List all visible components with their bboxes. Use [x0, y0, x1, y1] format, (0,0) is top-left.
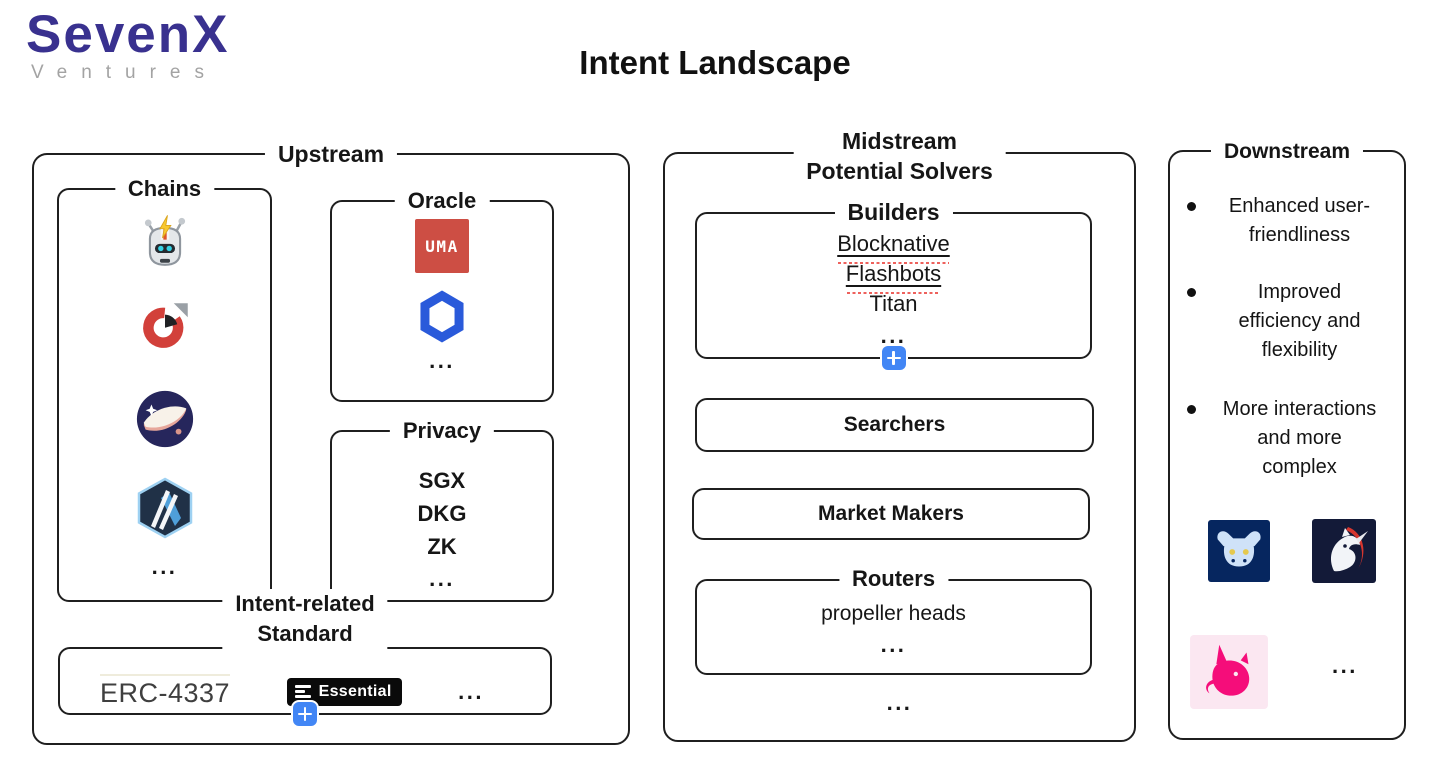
downstream-bullet-text: Enhanced user- friendliness [1228, 195, 1371, 246]
sevenx-logo: SevenX Ventures [26, 6, 230, 84]
page-title: Intent Landscape [579, 44, 851, 81]
arbitrum-icon [137, 477, 192, 539]
midstream-title: Midstream Potential Solvers [793, 126, 1006, 186]
essential-label: Essential [318, 682, 392, 700]
market-makers-box: Market Makers [692, 488, 1090, 540]
downstream-title: Downstream [1210, 137, 1364, 167]
donut-chart-chain-icon [142, 303, 188, 348]
standard-ellipsis: ... [458, 678, 484, 704]
upstream-title: Upstream [264, 139, 398, 169]
midstream-title-line1: Midstream [841, 128, 958, 154]
uma-logo: UMA [415, 219, 469, 273]
builders-ellipsis: ... [880, 323, 907, 348]
downstream-bullet-item: More interactions and more complex [1170, 395, 1404, 482]
intent-standard-title-line2: Standard [257, 621, 353, 646]
market-makers-label: Market Makers [818, 502, 964, 525]
builders-item: Blocknative [837, 229, 950, 264]
chains-ellipsis: ... [151, 554, 178, 579]
routers-title: Routers [838, 564, 949, 594]
brand-sub-wordmark: Ventures [31, 62, 218, 83]
routers-box: Routers propeller heads ... [695, 564, 1092, 675]
builders-box: Builders Blocknative Flashbots Titan ... [695, 197, 1092, 370]
privacy-item: ZK [427, 534, 457, 559]
oracle-ellipsis: ... [429, 348, 455, 373]
intent-standard-title-line1: Intent-related [235, 591, 375, 616]
chains-box: Chains [57, 174, 272, 602]
oracle-title: Oracle [394, 186, 490, 216]
privacy-ellipsis: ... [429, 566, 455, 591]
cowswap-icon [1208, 520, 1270, 582]
downstream-bullet-item: Improved efficiency and flexibility [1170, 278, 1404, 365]
downstream-ellipsis: ... [1332, 653, 1358, 678]
midstream-title-line2: Potential Solvers [806, 158, 993, 184]
essential-badge: Essential [286, 677, 402, 706]
routers-item: propeller heads [821, 602, 966, 625]
comet-chain-icon [136, 390, 193, 448]
searchers-label: Searchers [843, 413, 946, 436]
oneinch-icon [1312, 519, 1376, 583]
privacy-title: Privacy [389, 416, 495, 446]
midstream-ellipsis: ... [886, 690, 913, 715]
add-standard-button[interactable] [293, 702, 317, 726]
uma-logo-text: UMA [425, 236, 459, 256]
builders-title: Builders [834, 197, 953, 227]
oracle-box: Oracle UMA ... [330, 186, 554, 402]
downstream-bullet-text: More interactions and more complex [1222, 398, 1377, 478]
intent-standard-title: Intent-related Standard [222, 589, 388, 649]
builders-item: Titan [869, 291, 918, 316]
upstream-section: Upstream Chains [32, 139, 630, 745]
chainlink-icon [420, 290, 464, 343]
brand-wordmark: SevenX [26, 5, 230, 64]
uniswap-icon [1190, 635, 1268, 709]
bullet-icon [1187, 288, 1196, 297]
add-builder-button[interactable] [881, 346, 906, 370]
midstream-section: Midstream Potential Solvers Builders Blo… [663, 126, 1136, 742]
downstream-bullet-text: Improved efficiency and flexibility [1238, 281, 1361, 361]
privacy-item: DKG [417, 501, 467, 526]
essential-logo-icon [294, 684, 311, 699]
downstream-bullet-item: Enhanced user- friendliness [1170, 192, 1404, 250]
bullet-icon [1187, 405, 1196, 414]
bullet-icon [1187, 202, 1196, 211]
chains-title: Chains [114, 174, 215, 204]
searchers-box: Searchers [695, 398, 1094, 452]
routers-ellipsis: ... [880, 632, 907, 657]
builders-item: Flashbots [846, 259, 941, 294]
privacy-box: Privacy SGX DKG ZK ... [330, 416, 554, 602]
robot-icon [144, 215, 185, 266]
downstream-section: Downstream Enhanced user- friendliness I… [1168, 137, 1406, 740]
erc-4337-logo: ERC-4337 [100, 674, 231, 709]
intent-standard-box: Intent-related Standard ERC-4337 Essenti… [58, 589, 552, 726]
privacy-item: SGX [418, 468, 466, 493]
